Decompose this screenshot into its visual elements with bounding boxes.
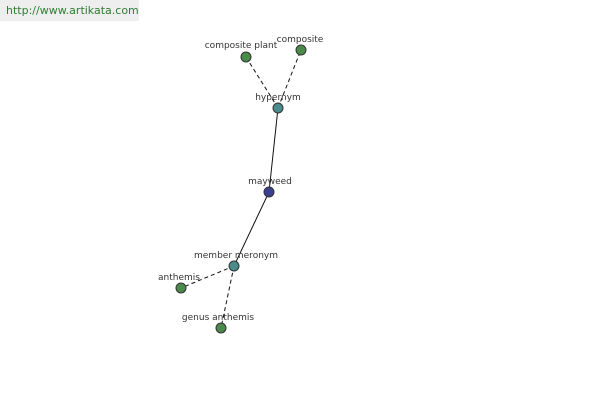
nodes-layer — [175, 44, 307, 334]
node-member-meronym[interactable] — [228, 260, 240, 272]
node-hypernym[interactable] — [272, 102, 284, 114]
node-label-composite: composite — [277, 35, 324, 45]
node-composite[interactable] — [295, 44, 307, 56]
source-url-banner[interactable]: http://www.artikata.com — [0, 0, 139, 21]
node-anthemis[interactable] — [175, 282, 187, 294]
edge-hypernym-to-composite-plant — [245, 56, 279, 109]
node-composite-plant[interactable] — [240, 51, 252, 63]
node-label-hypernym: hypernym — [255, 93, 301, 103]
edges-layer — [180, 49, 302, 329]
node-label-member-meronym: member meronym — [194, 251, 278, 261]
node-label-anthemis: anthemis — [158, 273, 200, 283]
node-label-mayweed: mayweed — [248, 177, 292, 187]
edge-mayweed-to-member-meronym — [233, 191, 270, 267]
edge-member-meronym-to-genus-anthemis — [220, 265, 235, 329]
node-label-genus-anthemis: genus anthemis — [182, 313, 254, 323]
node-genus-anthemis[interactable] — [215, 322, 227, 334]
edge-member-meronym-to-anthemis — [180, 265, 235, 289]
node-mayweed[interactable] — [263, 186, 275, 198]
edge-mayweed-to-hypernym — [268, 107, 279, 193]
edge-hypernym-to-composite — [277, 49, 302, 109]
node-label-composite-plant: composite plant — [205, 41, 278, 51]
